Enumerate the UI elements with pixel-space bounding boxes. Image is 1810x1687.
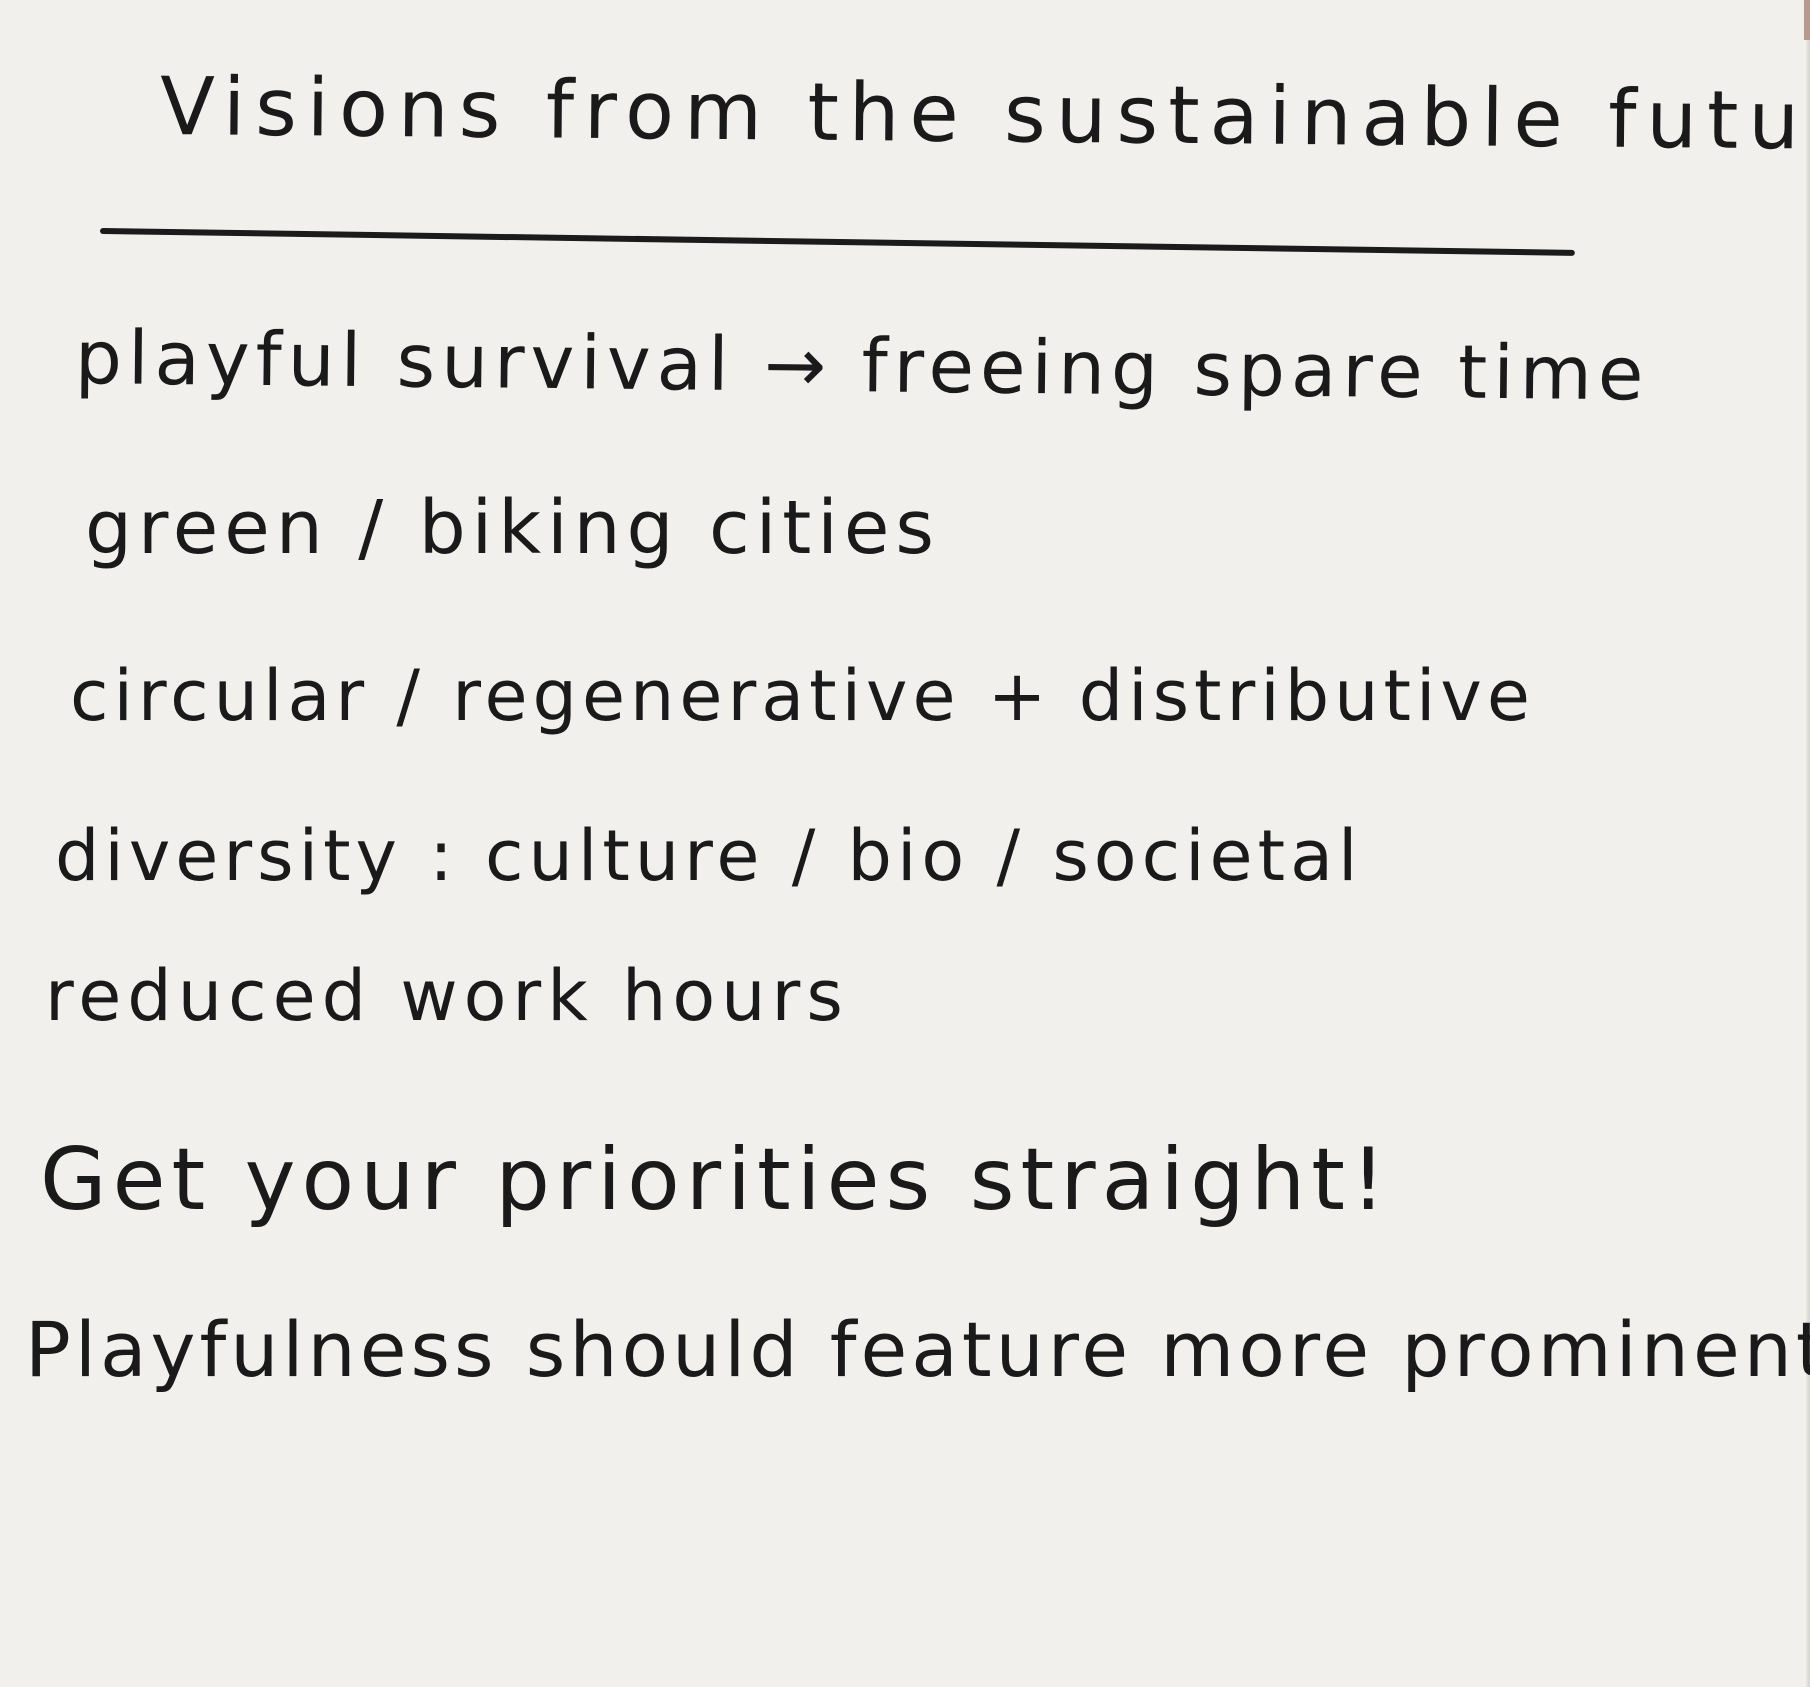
note-line-2: green / biking cities: [85, 485, 940, 571]
note-line-5: reduced work hours: [45, 955, 849, 1037]
note-line-1: playful survival → freeing spare time: [74, 315, 1650, 418]
note-line-4: diversity : culture / bio / societal: [55, 815, 1363, 897]
title-underline: [99, 228, 1575, 256]
note-title: Visions from the sustainable future:: [159, 60, 1810, 169]
note-line-3: circular / regenerative + distributive: [70, 655, 1535, 737]
note-line-7: Playfulness should feature more prominen…: [25, 1305, 1810, 1394]
note-line-6: Get your priorities straight!: [40, 1130, 1392, 1230]
card-edge: [1806, 0, 1810, 1687]
card-corner: [1804, 0, 1810, 40]
